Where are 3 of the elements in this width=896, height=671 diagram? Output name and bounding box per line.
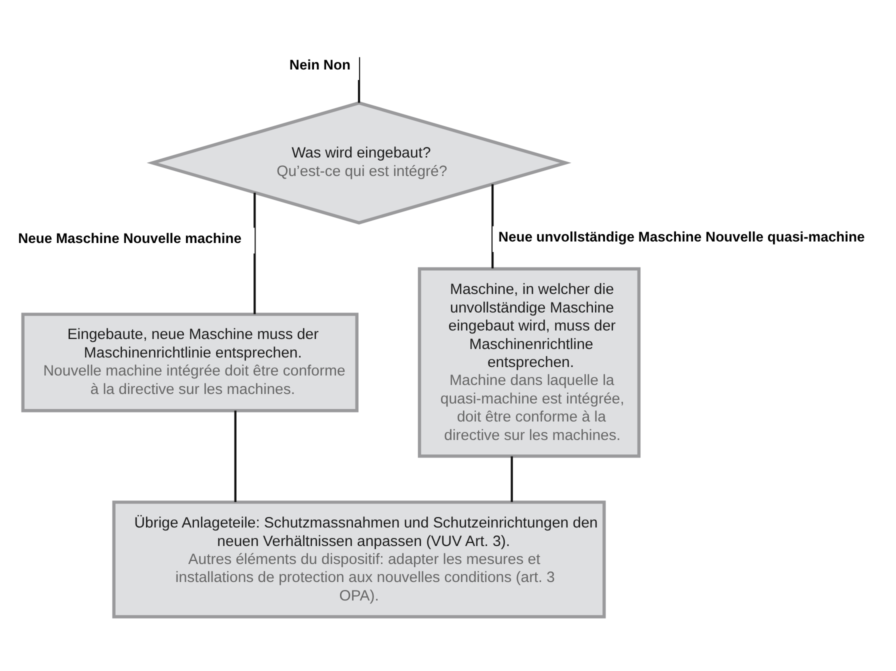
- edge-label: Neue unvollständige Maschine Nouvelle quasi-machine: [498, 228, 865, 245]
- edge-label: Neue Maschine Nouvelle machine: [18, 230, 242, 246]
- edge-label: Nein Non: [289, 56, 350, 73]
